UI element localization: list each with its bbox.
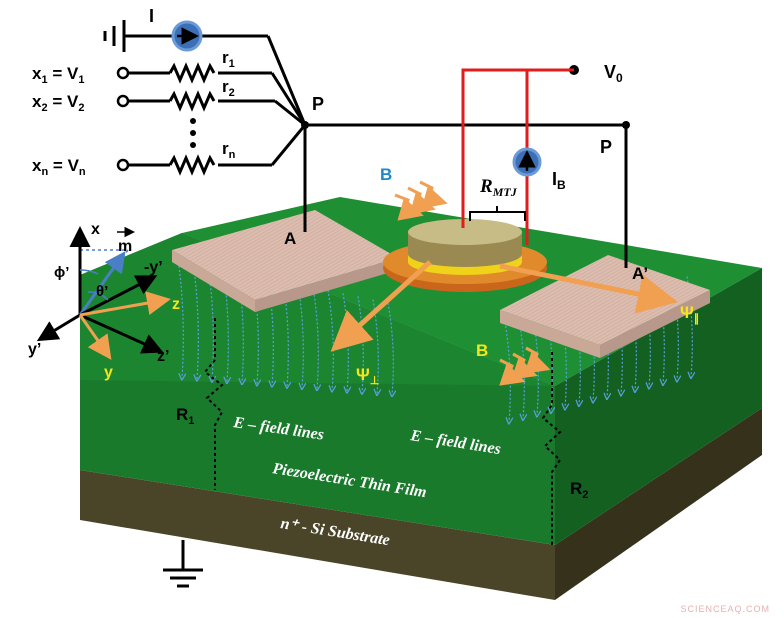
current-source-ib [512, 147, 542, 177]
ellipsis-dots [190, 118, 196, 148]
label-axis-x: x [91, 221, 100, 238]
label-node-p-right: P [600, 137, 612, 157]
ground-symbol-top [103, 20, 126, 52]
efield-line [602, 297, 608, 398]
efield-line [297, 283, 303, 388]
label-input-1: x1 = V1 [32, 64, 84, 86]
label-input-2: x2 = V2 [32, 92, 84, 114]
label-axis-y-prime: y’ [28, 341, 41, 358]
efield-line [532, 314, 538, 415]
coordinate-axes [36, 226, 171, 360]
label-r1-big: R1 [176, 405, 194, 427]
efield-line [686, 276, 692, 377]
efield-line [237, 270, 243, 383]
label-axis-neg-y: -y’ [144, 259, 163, 276]
label-b-top: B [380, 165, 392, 184]
mtj-pillar [383, 219, 547, 292]
label-rmtj: RMTJ [479, 176, 518, 199]
psi-perp-arrow [330, 260, 432, 352]
label-axis-z-prime: z’ [157, 348, 169, 365]
efield-line [658, 283, 664, 384]
label-v0: V0 [604, 62, 623, 85]
label-b-bottom: B [476, 341, 488, 360]
watermark: SCIENCEAQ.COM [680, 604, 770, 614]
substrate-front [80, 470, 555, 600]
mtj-red-wires [461, 68, 574, 245]
label-ib: IB [552, 169, 566, 192]
label-node-p-left: P [312, 94, 324, 114]
film-side [555, 268, 762, 545]
node-p-left-dot [301, 121, 309, 129]
efield-line [588, 300, 594, 401]
node-p-right-dot [622, 121, 630, 129]
label-axis-y: y [104, 364, 113, 381]
label-current-i: I [149, 6, 154, 26]
label-axis-phi: ϕ’ [54, 264, 69, 281]
efield-line [387, 302, 393, 395]
efield-line [177, 257, 183, 378]
efield-line [267, 277, 273, 385]
label-r2: r2 [222, 77, 235, 99]
label-axis-m: m [118, 238, 132, 255]
b-field-bottom-arrows [499, 346, 551, 386]
label-r2-big: R2 [570, 479, 588, 501]
efield-line [574, 304, 580, 405]
efield-line [518, 318, 524, 419]
efield-line [616, 293, 622, 394]
label-input-n: xn = Vn [32, 156, 86, 178]
current-source-i [171, 20, 203, 52]
circuit-wires [124, 34, 628, 570]
efield-line [504, 321, 510, 422]
input-terminals [116, 66, 130, 172]
label-axis-z: z [172, 296, 180, 313]
efield-line [630, 290, 636, 391]
efield-line [282, 280, 288, 386]
b-field-top-arrows [394, 180, 448, 221]
electrode-left [172, 210, 398, 312]
substrate-side [555, 408, 762, 600]
efield-line [327, 289, 333, 390]
label-r1: r1 [222, 48, 235, 70]
r2-path [541, 352, 562, 545]
label-rn: rn [222, 139, 236, 161]
psi-par-arrow [499, 263, 678, 314]
label-psi-par: Ψ∥ [680, 303, 699, 325]
label-a: A [284, 229, 296, 248]
r1-path [203, 318, 224, 490]
efield-line [560, 307, 566, 408]
efield-line [644, 286, 650, 387]
rmtj-bracket [469, 206, 526, 221]
resistors [168, 62, 216, 176]
label-a-prime: A’ [632, 264, 648, 283]
label-axis-theta: θ’ [96, 283, 108, 300]
ground-symbol-bottom [163, 568, 203, 588]
label-psi-perp: Ψ⊥ [356, 365, 379, 387]
efield-line [672, 279, 678, 380]
